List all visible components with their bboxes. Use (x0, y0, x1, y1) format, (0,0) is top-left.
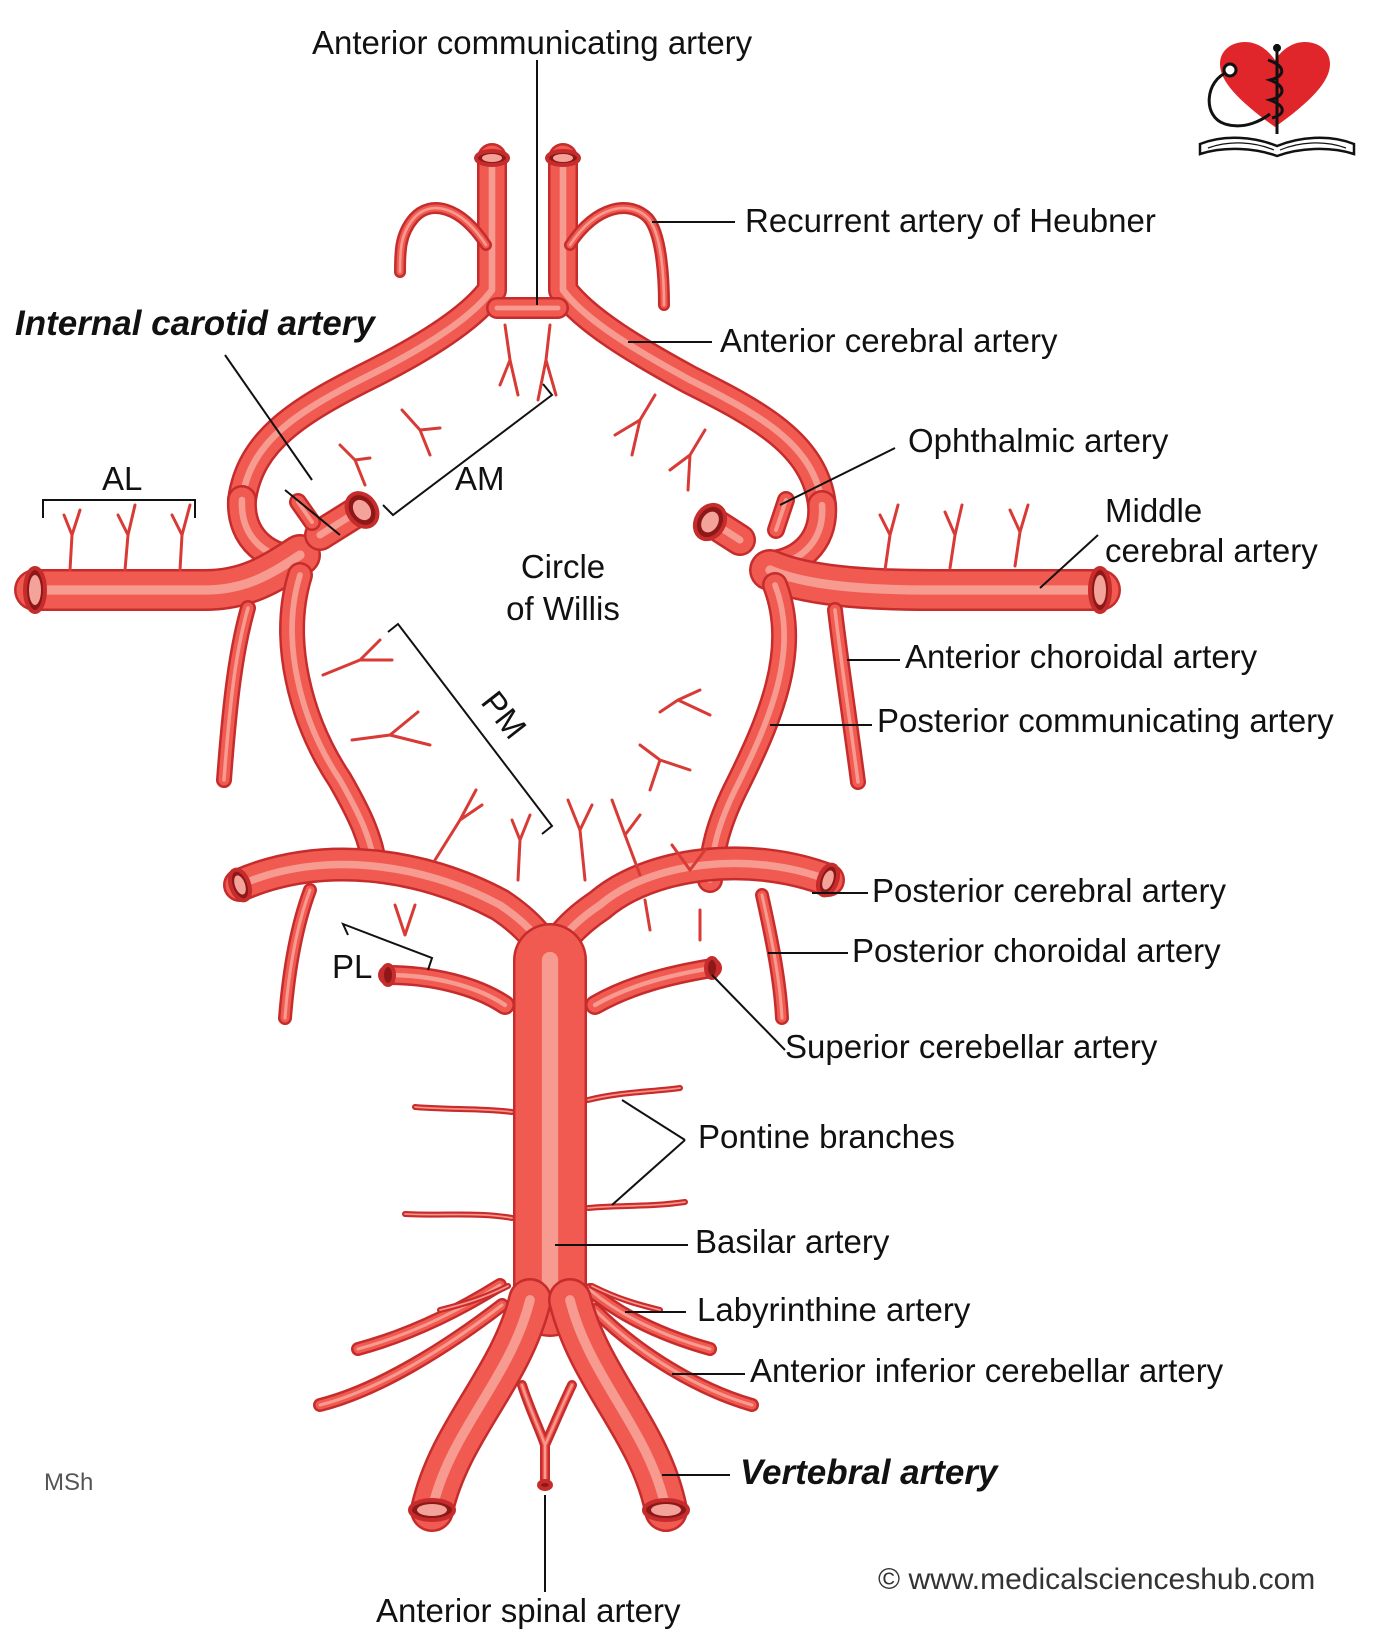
left-anterior-cerebral-artery-art-h (238, 154, 496, 504)
label-basilar-artery: Basilar artery (695, 1223, 890, 1260)
left-posterior-cerebral-artery-art-i (225, 850, 565, 975)
pontine-branch-right-lower-art-h (587, 1201, 686, 1209)
left-posterior-communicating-artery (279, 562, 388, 883)
pontine-branch-right-lower (585, 1199, 688, 1211)
right-ophthalmic-stub (767, 491, 795, 539)
left-anterior-choroidal-artery-art-h (222, 606, 250, 782)
stethoscope-icon (1207, 70, 1271, 128)
right-aica-lower (588, 1303, 759, 1412)
label-pontine-branches: Pontine branches (698, 1118, 955, 1155)
right-anterior-cerebral-artery (548, 143, 837, 520)
right-vertebral-artery-art-h (565, 1295, 671, 1515)
right-superior-cerebellar-artery (585, 958, 722, 1015)
right-posterior-choroidal-artery (755, 888, 789, 1025)
left-posterior-choroidal-artery (278, 883, 317, 1025)
left-posterior-choroidal-artery-art-h (283, 888, 312, 1020)
left-vertebral-artery-art-h (427, 1295, 535, 1515)
label-anterior-communicating-artery: Anterior communicating artery (312, 24, 753, 61)
pontine-branch-left-upper-art-h (414, 1106, 513, 1113)
left-posterior-cerebral-artery (223, 847, 567, 977)
label-anterior-cerebral-artery: Anterior cerebral artery (720, 322, 1058, 359)
left-superior-cerebellar-artery (378, 965, 515, 1015)
left-ophthalmic-stub-art-h (296, 500, 314, 524)
left-middle-cerebral-artery-art-i (16, 536, 319, 609)
label-pl: PL (332, 948, 372, 985)
label-circle-of-willis-line2: of Willis (506, 590, 620, 627)
right-aica-art-h (588, 1288, 712, 1351)
label-anterior-spinal-artery: Anterior spinal artery (376, 1592, 681, 1629)
labyrinthine-artery-left (437, 1283, 511, 1313)
right-aica-lower-art-h (593, 1308, 754, 1407)
right-recurrent-artery-of-heubner (564, 202, 670, 311)
label-al: AL (102, 460, 142, 497)
right-ophthalmic-stub-art-h (774, 498, 788, 532)
label-ophthalmic-artery: Ophthalmic artery (908, 422, 1169, 459)
right-vertebral-artery (548, 1278, 688, 1532)
left-anterior-cerebral-artery (227, 143, 507, 515)
book-icon (1198, 136, 1356, 158)
left-anterior-choroidal-artery (216, 600, 256, 788)
label-posterior-cerebral-artery: Posterior cerebral artery (872, 872, 1226, 909)
pontine-branch-left-lower (402, 1211, 515, 1221)
right-superior-cerebellar-artery-art-h (592, 965, 715, 1008)
left-middle-cerebral-artery-art-h (30, 550, 305, 595)
anterior-spinal-artery-art-h (520, 1383, 574, 1487)
leader-lines (42, 60, 1099, 1592)
label-am: AM (455, 460, 505, 497)
right-recurrent-artery-of-heubner-art-h (568, 206, 666, 307)
labyrinthine-artery-left-art-h (439, 1285, 509, 1311)
diagram-labels: Anterior communicating artery Recurrent … (15, 24, 1334, 1629)
label-middle-cerebral-artery-line2: cerebral artery (1105, 532, 1318, 569)
label-recurrent-artery-of-heubner: Recurrent artery of Heubner (745, 202, 1156, 239)
label-vertebral-artery: Vertebral artery (740, 1453, 999, 1492)
right-anterior-cerebral-artery-art-h (559, 154, 826, 509)
left-vertebral-artery (410, 1278, 552, 1532)
label-anterior-inferior-cerebellar-artery: Anterior inferior cerebellar artery (750, 1352, 1224, 1389)
right-posterior-choroidal-artery-art-h (760, 893, 784, 1020)
label-middle-cerebral-artery-line1: Middle (1105, 492, 1202, 529)
right-middle-cerebral-artery (749, 549, 1121, 611)
right-posterior-communicating-artery (697, 572, 798, 893)
vessel-cut-ends (23, 149, 1112, 1522)
pontine-branch-right-upper-art-h (587, 1087, 681, 1101)
artery-vessels (14, 143, 1121, 1532)
label-posterior-communicating-artery: Posterior communicating artery (877, 702, 1334, 739)
anterior-spinal-artery (517, 1380, 577, 1490)
label-anterior-choroidal-artery: Anterior choroidal artery (905, 638, 1258, 675)
left-posterior-communicating-artery-art-h (289, 572, 378, 873)
perforating-branches (62, 323, 1030, 942)
credit-initials: MSh (44, 1469, 93, 1496)
labyrinthine-artery-right (589, 1283, 663, 1313)
right-anterior-choroidal-artery (827, 602, 866, 790)
left-middle-cerebral-artery (14, 534, 321, 611)
left-recurrent-artery-of-heubner-art-h (398, 206, 488, 274)
heart-icon (1220, 42, 1330, 127)
pontine-branch-left-upper (412, 1104, 515, 1115)
left-aica-lower-art-h (318, 1303, 504, 1407)
heart-caduceus-book-logo (1198, 42, 1356, 158)
labyrinthine-artery-right-art-h (591, 1285, 661, 1311)
left-superior-cerebellar-artery-art-h (385, 972, 508, 1008)
left-recurrent-artery-of-heubner (394, 202, 492, 278)
label-superior-cerebellar-artery: Superior cerebellar artery (785, 1028, 1158, 1065)
left-ophthalmic-stub (289, 493, 321, 531)
right-middle-cerebral-artery-art-h (765, 565, 1105, 595)
right-anterior-choroidal-artery-art-h (833, 608, 860, 784)
caduceus-icon (1264, 44, 1284, 134)
label-labyrinthine-artery: Labyrinthine artery (697, 1291, 971, 1328)
right-posterior-cerebral-artery (533, 846, 845, 977)
label-internal-carotid-artery: Internal carotid artery (15, 304, 376, 343)
pontine-branch-right-upper (585, 1085, 683, 1103)
credit-website: © www.medicalscienceshub.com (878, 1563, 1315, 1596)
right-posterior-communicating-artery-art-h (707, 582, 788, 883)
pontine-branch-left-lower-art-h (404, 1213, 513, 1219)
right-aica (583, 1283, 717, 1356)
label-posterior-choroidal-artery: Posterior choroidal artery (852, 932, 1221, 969)
left-aica-lower (313, 1298, 509, 1412)
label-circle-of-willis-line1: Circle (521, 548, 605, 585)
